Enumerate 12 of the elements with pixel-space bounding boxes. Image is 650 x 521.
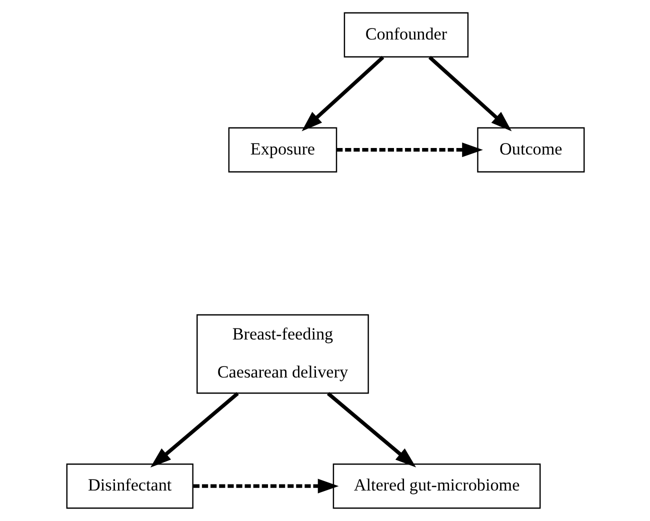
arrow: [301, 56, 384, 132]
arrow: [326, 392, 416, 468]
arrow: [150, 392, 238, 468]
node-box: Altered gut-microbiome: [332, 463, 540, 509]
node-box: Breast-feeding Caesarean delivery: [196, 314, 368, 394]
node-box: Outcome: [476, 127, 584, 172]
arrow: [428, 56, 512, 132]
arrow: [192, 478, 338, 494]
arrow: [336, 142, 482, 158]
node-box: Exposure: [228, 127, 337, 172]
node-box: Disinfectant: [66, 463, 193, 509]
node-box: Confounder: [343, 12, 468, 58]
